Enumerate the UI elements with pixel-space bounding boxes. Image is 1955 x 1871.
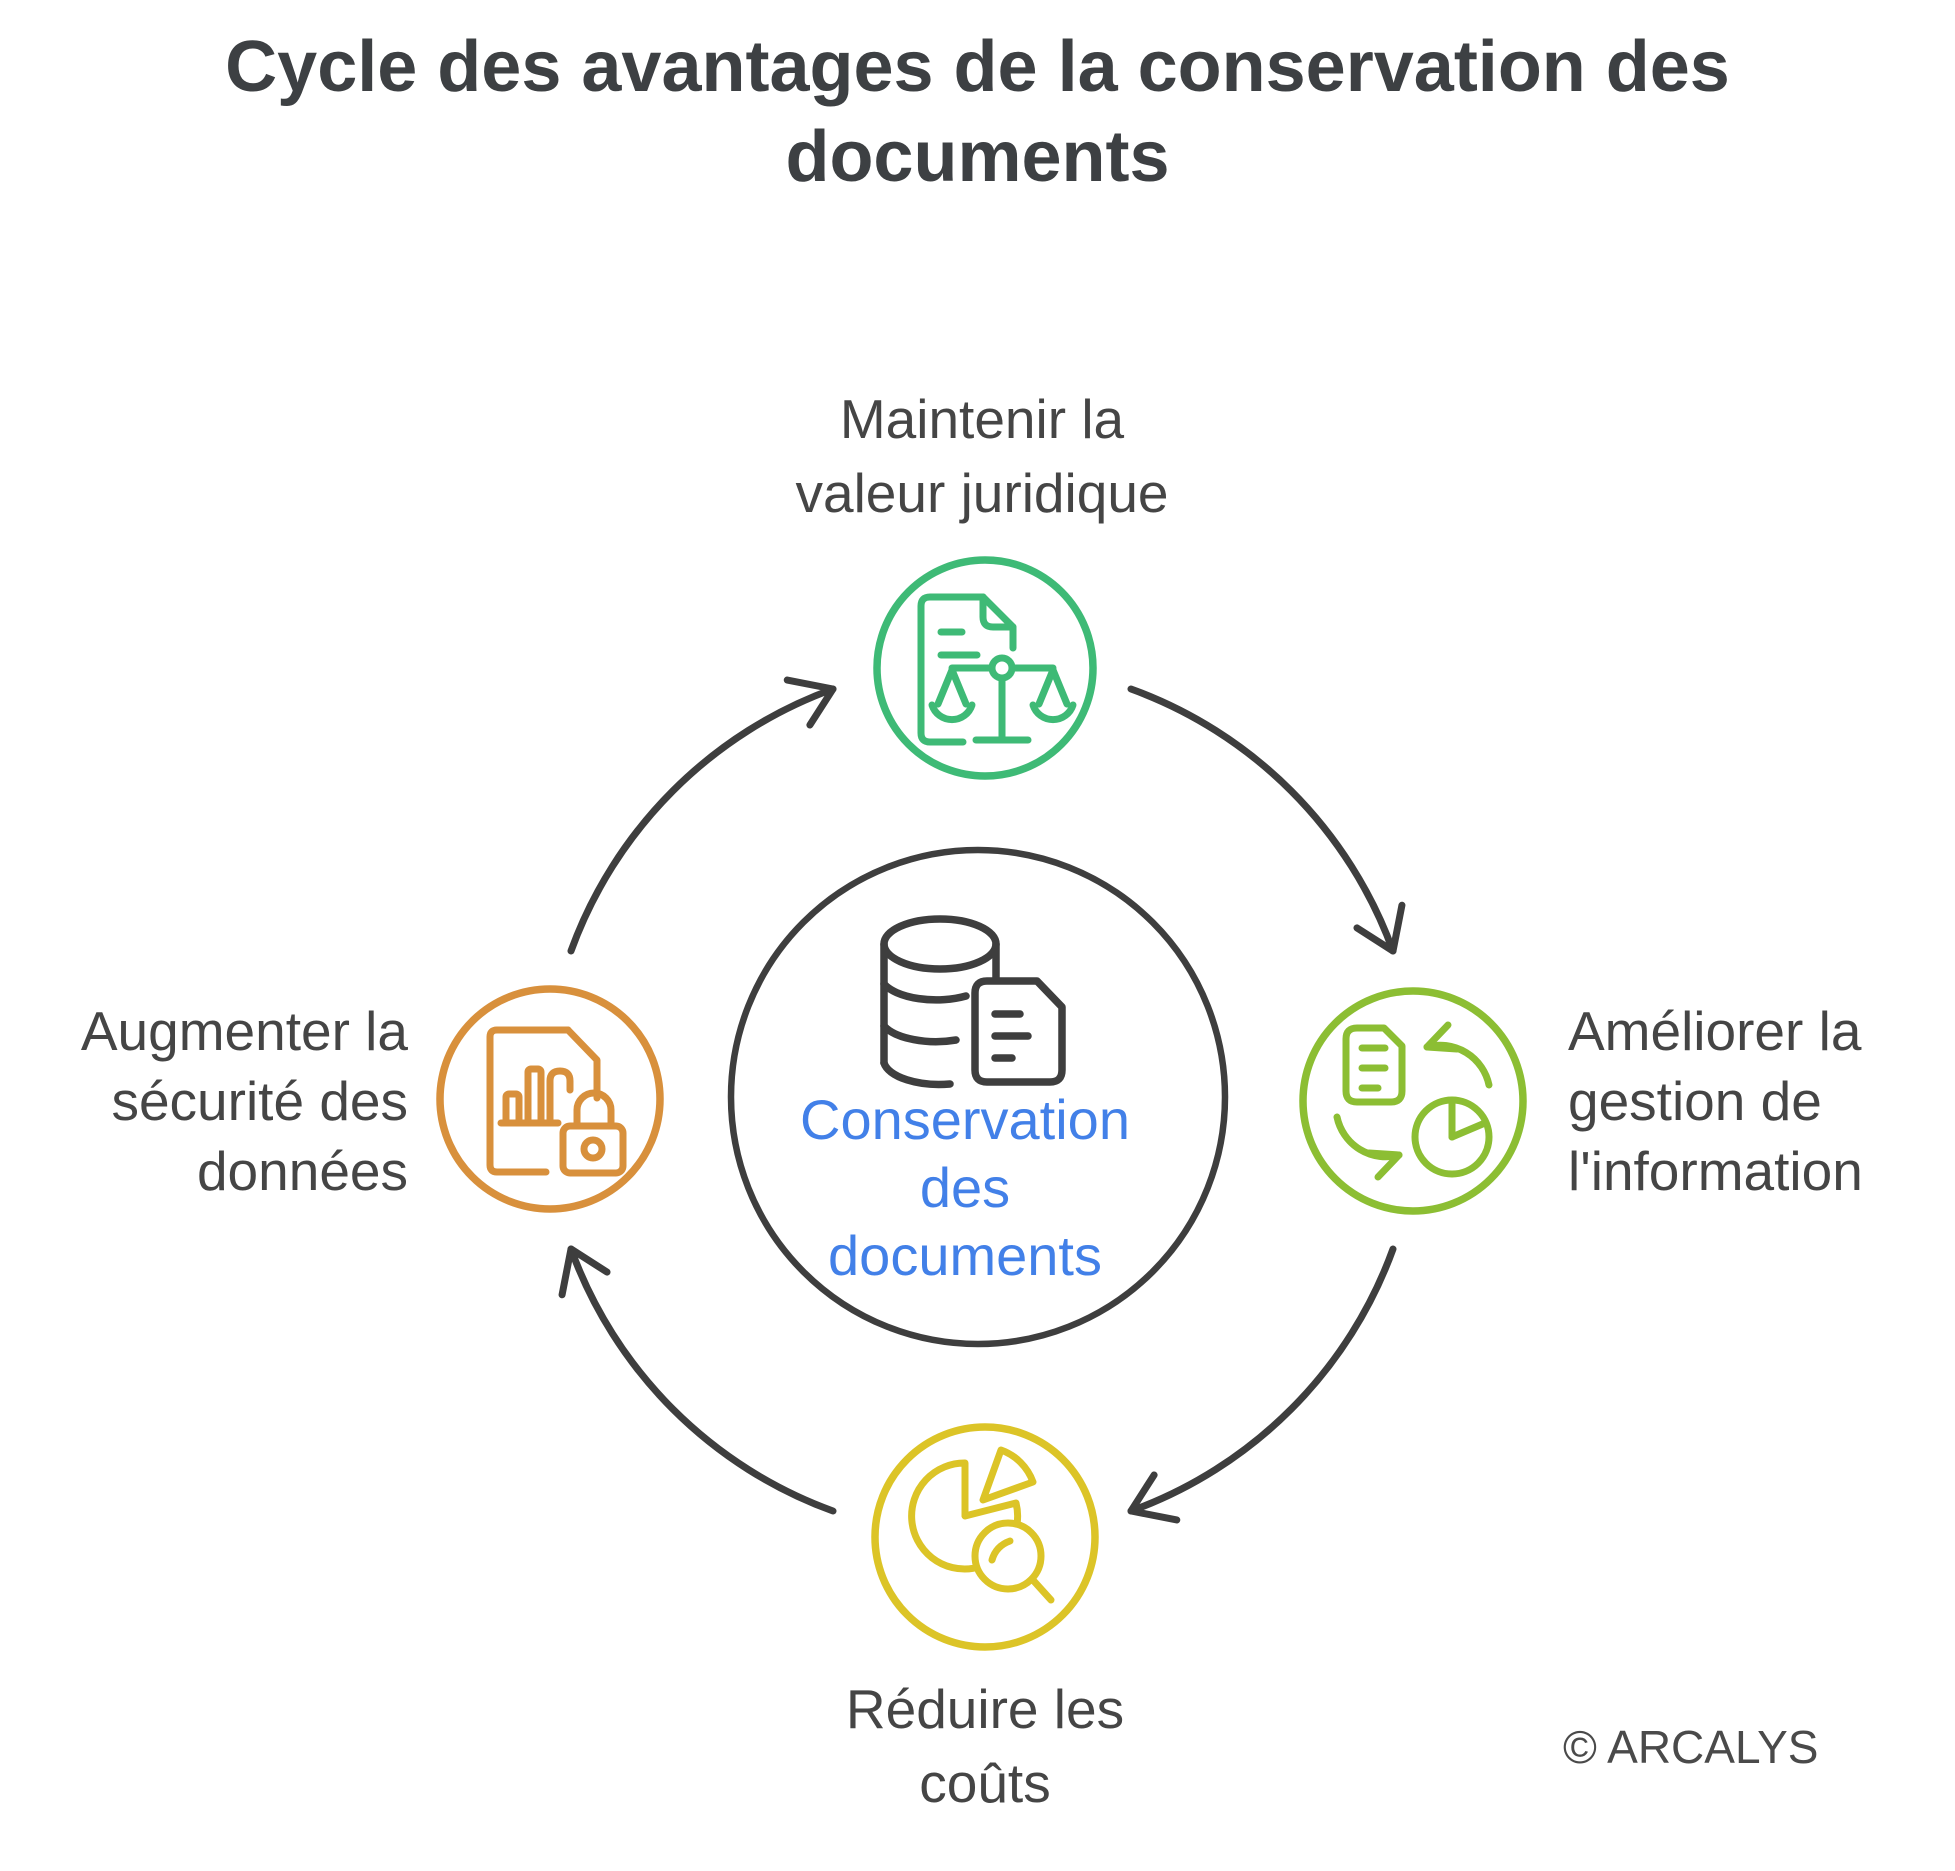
node-legal-value <box>873 556 1097 780</box>
node-circle-costs <box>871 1423 1099 1651</box>
label-line: données <box>196 1140 408 1202</box>
cycle-arrow-bottom-to-left <box>558 1245 837 1515</box>
page-title: Cycle des avantages de la conservation d… <box>0 22 1955 202</box>
node-label-information: Améliorer la gestion de l'information <box>1568 996 1863 1206</box>
center-label-line: Conservation <box>800 1088 1130 1151</box>
label-line: gestion de <box>1568 1070 1822 1132</box>
label-line: l'information <box>1568 1140 1863 1202</box>
node-costs <box>871 1423 1099 1651</box>
cycle-arrow-left-to-top <box>567 676 837 955</box>
document-chart-lock-icon <box>486 1026 627 1177</box>
document-scales-icon <box>917 593 1077 746</box>
node-label-legal: Maintenir la valeur juridique <box>796 382 1169 530</box>
copyright-credit: © ARCALYS <box>1563 1721 1819 1773</box>
node-circle-information <box>1299 987 1527 1215</box>
node-circle-security <box>436 985 664 1213</box>
node-label-security: Augmenter la sécurité des données <box>81 996 408 1206</box>
cycle-arrows <box>558 676 1406 1524</box>
page-title-line: documents <box>785 117 1170 197</box>
document-sync-pie-icon <box>1333 1021 1493 1181</box>
node-label-costs: Réduire les coûts <box>846 1672 1124 1820</box>
label-line: coûts <box>919 1752 1051 1814</box>
node-security <box>436 985 664 1213</box>
label-line: sécurité des <box>111 1070 408 1132</box>
page-title-line: Cycle des avantages de la conservation d… <box>225 27 1730 107</box>
label-line: Augmenter la <box>80 1000 408 1062</box>
cycle-arrow-top-to-right <box>1127 685 1406 955</box>
label-line: Maintenir la <box>839 388 1125 450</box>
node-circle-legal <box>873 556 1097 780</box>
label-line: Réduire les <box>845 1678 1125 1740</box>
label-line: Améliorer la <box>1568 1000 1862 1062</box>
pie-magnifier-icon <box>908 1446 1055 1604</box>
center-circle <box>727 846 1229 1348</box>
center-label-line: des <box>919 1156 1011 1219</box>
node-information <box>1299 987 1527 1215</box>
label-line: valeur juridique <box>795 462 1169 524</box>
center-label: Conservation des documents <box>800 1086 1130 1290</box>
cycle-arrow-right-to-bottom <box>1127 1245 1397 1524</box>
database-documents-icon <box>880 915 1066 1089</box>
center-label-line: documents <box>828 1224 1102 1287</box>
